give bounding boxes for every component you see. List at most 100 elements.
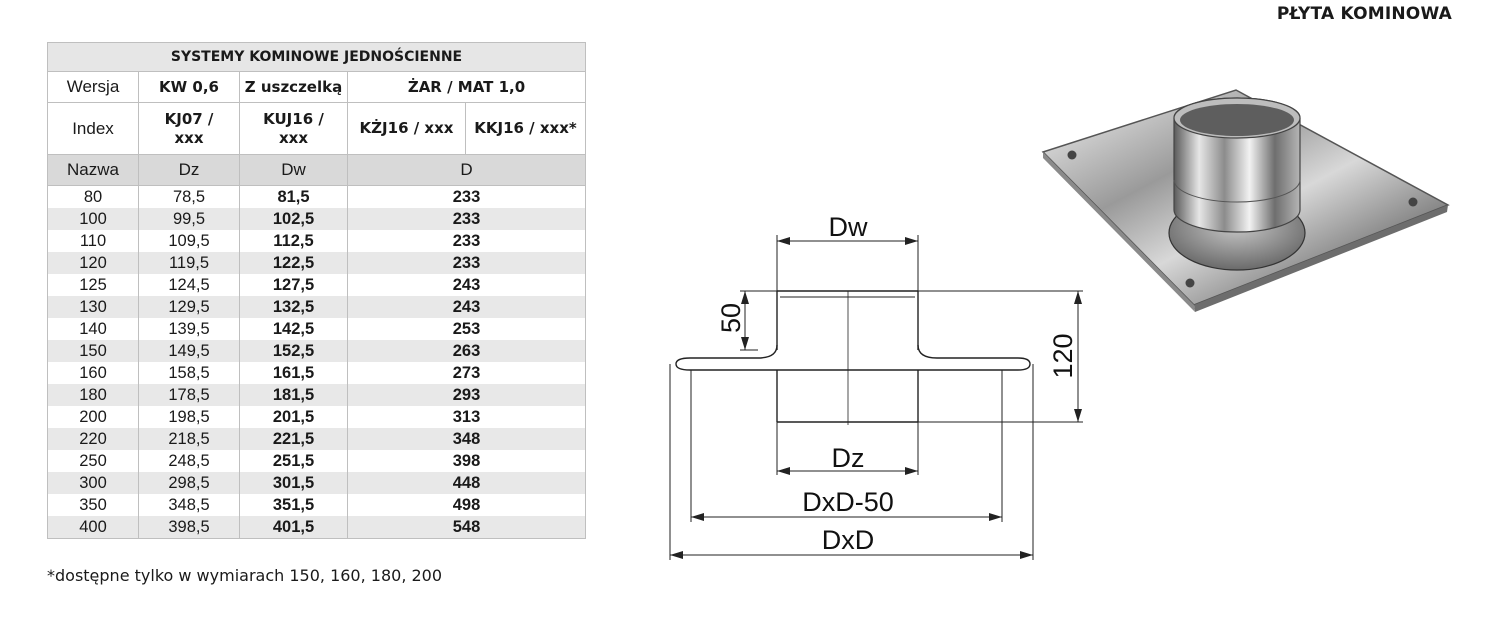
wersja-zar-mat: ŻAR / MAT 1,0 <box>347 71 586 103</box>
cell-d: 243 <box>347 274 586 296</box>
index-kuj16: KUJ16 / xxx <box>239 102 348 155</box>
cell-d: 273 <box>347 362 586 384</box>
cell-d: 233 <box>347 230 586 252</box>
index-row: Index KJ07 / xxx KUJ16 / xxx KŻJ16 / xxx… <box>47 102 586 155</box>
cell-d: 233 <box>347 185 586 208</box>
cell-dz: 158,5 <box>138 362 240 384</box>
label-dxd-50: DxD-50 <box>802 487 894 517</box>
cell-dz: 198,5 <box>138 406 240 428</box>
dimensions-table: SYSTEMY KOMINOWE JEDNOŚCIENNE Wersja KW … <box>47 42 586 539</box>
cell-d: 253 <box>347 318 586 340</box>
cell-d: 263 <box>347 340 586 362</box>
section-drawing <box>669 235 1083 560</box>
cell-nazwa: 110 <box>47 230 139 252</box>
cell-nazwa: 120 <box>47 252 139 274</box>
cell-d: 233 <box>347 208 586 230</box>
nazwa-dw: Dw <box>239 154 348 186</box>
wersja-z-uszczelka: Z uszczelką <box>239 71 348 103</box>
cell-dw: 102,5 <box>239 208 348 230</box>
index-label: Index <box>47 102 139 155</box>
cell-dw: 351,5 <box>239 494 348 516</box>
cell-dz: 248,5 <box>138 450 240 472</box>
label-dz: Dz <box>832 443 865 473</box>
cell-d: 548 <box>347 516 586 539</box>
nazwa-d: D <box>347 154 586 186</box>
cell-d: 243 <box>347 296 586 318</box>
cell-dw: 221,5 <box>239 428 348 450</box>
cell-nazwa: 400 <box>47 516 139 539</box>
index-kj07: KJ07 / xxx <box>138 102 240 155</box>
cell-dw: 142,5 <box>239 318 348 340</box>
cell-nazwa: 250 <box>47 450 139 472</box>
cell-d: 498 <box>347 494 586 516</box>
cell-dz: 178,5 <box>138 384 240 406</box>
cell-dw: 251,5 <box>239 450 348 472</box>
cell-dz: 99,5 <box>138 208 240 230</box>
label-50: 50 <box>716 303 746 333</box>
nazwa-row: Nazwa Dz Dw D <box>47 154 586 186</box>
cell-d: 448 <box>347 472 586 494</box>
cell-nazwa: 300 <box>47 472 139 494</box>
cell-dw: 132,5 <box>239 296 348 318</box>
cell-dz: 218,5 <box>138 428 240 450</box>
cell-nazwa: 220 <box>47 428 139 450</box>
nazwa-label: Nazwa <box>47 154 139 186</box>
cell-nazwa: 160 <box>47 362 139 384</box>
cell-dw: 181,5 <box>239 384 348 406</box>
cell-dw: 122,5 <box>239 252 348 274</box>
cell-nazwa: 350 <box>47 494 139 516</box>
cell-dw: 201,5 <box>239 406 348 428</box>
cell-d: 313 <box>347 406 586 428</box>
cell-dz: 398,5 <box>138 516 240 539</box>
cell-dz: 298,5 <box>138 472 240 494</box>
plate-photo <box>1041 89 1450 312</box>
cell-dz: 139,5 <box>138 318 240 340</box>
index-kzj16: KŻJ16 / xxx <box>347 102 466 155</box>
cell-dw: 161,5 <box>239 362 348 384</box>
nazwa-dz: Dz <box>138 154 240 186</box>
cell-dz: 348,5 <box>138 494 240 516</box>
cell-dw: 127,5 <box>239 274 348 296</box>
label-dxd: DxD <box>822 525 875 555</box>
index-kkj16: KKJ16 / xxx* <box>465 102 586 155</box>
cell-nazwa: 140 <box>47 318 139 340</box>
cell-d: 293 <box>347 384 586 406</box>
cell-dz: 119,5 <box>138 252 240 274</box>
cell-d: 348 <box>347 428 586 450</box>
cell-dw: 152,5 <box>239 340 348 362</box>
cell-dw: 112,5 <box>239 230 348 252</box>
cell-nazwa: 180 <box>47 384 139 406</box>
wersja-row: Wersja KW 0,6 Z uszczelką ŻAR / MAT 1,0 <box>47 71 586 103</box>
footnote: *dostępne tylko w wymiarach 150, 160, 18… <box>47 566 443 585</box>
page-title: PŁYTA KOMINOWA <box>1276 4 1452 24</box>
cell-d: 233 <box>347 252 586 274</box>
dimension-arrows <box>670 237 1082 559</box>
cell-dw: 301,5 <box>239 472 348 494</box>
label-dw: Dw <box>829 212 868 242</box>
cell-nazwa: 150 <box>47 340 139 362</box>
cell-nazwa: 130 <box>47 296 139 318</box>
cell-dz: 109,5 <box>138 230 240 252</box>
cell-nazwa: 125 <box>47 274 139 296</box>
cell-nazwa: 100 <box>47 208 139 230</box>
cell-dz: 149,5 <box>138 340 240 362</box>
cell-d: 398 <box>347 450 586 472</box>
label-120: 120 <box>1048 333 1078 378</box>
